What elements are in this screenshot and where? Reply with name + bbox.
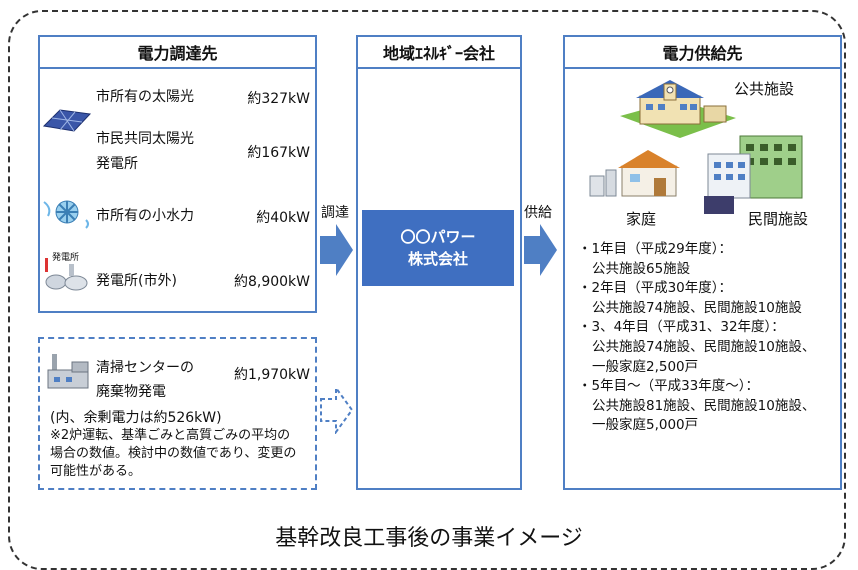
schedule-line: ・2年目（平成30年度）：	[578, 280, 733, 297]
source-label-citizen-solar-line1: 市民共同太陽光	[96, 131, 194, 147]
company-name-line1: 〇〇パワー	[400, 228, 476, 246]
procure-arrow	[320, 224, 353, 276]
supply-title: 電力供給先	[565, 37, 840, 69]
schedule-line: 公共施設74施設、民間施設10施設	[592, 299, 802, 316]
procurement-title: 電力調達先	[40, 37, 315, 69]
source-amount-external-plant: 約8,900kW	[233, 274, 310, 290]
procurement-box: 電力調達先	[38, 35, 317, 313]
source-amount-small-hydro: 約40kW	[256, 210, 310, 226]
supply-arrow	[524, 224, 557, 276]
future-label-line1: 清掃センターの	[96, 360, 194, 376]
schedule-line: ・3、4年目（平成31、32年度）：	[578, 319, 785, 336]
future-note-line2: ※2炉運転、基準ごみと高質ごみの平均の	[50, 428, 291, 443]
energy-company-title: 地域ｴﾈﾙｷﾞｰ会社	[358, 37, 520, 69]
home-icon	[589, 150, 680, 197]
public-facility-label: 公共施設	[734, 80, 795, 98]
schedule-line: 公共施設65施設	[592, 260, 691, 277]
private-facility-icon	[704, 135, 803, 214]
public-facility-icon	[620, 80, 736, 138]
source-label-city-solar: 市所有の太陽光	[96, 89, 194, 105]
schedule-line: ・5年目～（平成33年度～）：	[578, 378, 760, 395]
future-label-line2: 廃棄物発電	[96, 384, 166, 400]
company-name-block: 〇〇パワー 株式会社	[362, 210, 514, 286]
source-label-small-hydro: 市所有の小水力	[96, 208, 194, 224]
schedule-line: 一般家庭5,000戸	[592, 417, 699, 434]
future-note-line3: 場合の数値。検討中の数値であり、変更の	[50, 446, 297, 461]
solar-panel-icon	[42, 109, 92, 132]
future-note: (内、余剰電力は約526kW) ※2炉運転、基準ごみと高質ごみの平均の 場合の数…	[50, 409, 312, 481]
future-note-line1: (内、余剰電力は約526kW)	[50, 410, 222, 426]
power-plant-icon-label: 発電所	[52, 253, 80, 263]
company-name-line2: 株式会社	[407, 250, 468, 268]
source-amount-city-solar: 約327kW	[247, 91, 310, 107]
schedule-line: 公共施設74施設、民間施設10施設、	[592, 338, 816, 355]
supply-schedule: ・1年目（平成29年度）： 公共施設65施設 ・2年目（平成30年度）： 公共施…	[578, 240, 838, 436]
hydro-turbine-icon	[43, 200, 89, 229]
future-procure-arrow	[320, 386, 354, 434]
supply-arrow-label: 供給	[524, 205, 552, 221]
schedule-line: 一般家庭2,500戸	[592, 358, 699, 375]
schedule-line: 公共施設81施設、民間施設10施設、	[592, 397, 816, 414]
procure-arrow-label: 調達	[321, 205, 349, 221]
incineration-plant-icon	[47, 354, 89, 389]
private-facility-label: 民間施設	[748, 210, 809, 228]
source-label-external-plant: 発電所(市外)	[96, 273, 177, 289]
source-amount-citizen-solar: 約167kW	[247, 145, 310, 161]
source-label-citizen-solar-line2: 発電所	[96, 156, 138, 172]
power-plant-icon: 発電所	[42, 252, 92, 292]
future-source-box	[38, 337, 317, 490]
future-note-line4: 可能性がある。	[50, 464, 142, 479]
diagram-caption: 基幹改良工事後の事業イメージ	[275, 526, 583, 551]
home-label: 家庭	[626, 210, 657, 228]
schedule-line: ・1年目（平成29年度）：	[578, 241, 733, 257]
future-amount: 約1,970kW	[233, 367, 310, 383]
